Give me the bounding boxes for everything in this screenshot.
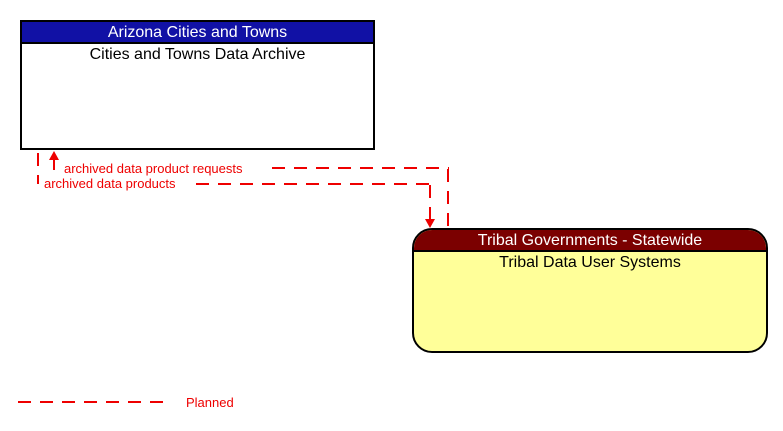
node-tribal-header: Tribal Governments - Statewide [414, 230, 766, 252]
flow-products-vertical-line-right [429, 185, 431, 219]
node-tribal-title: Tribal Data User Systems [499, 254, 681, 271]
flow-requests-horizontal-line [272, 167, 449, 169]
arrow-up-icon [49, 151, 59, 160]
node-archive-header: Arizona Cities and Towns [22, 22, 373, 44]
flow-label-archived-data-product-requests: archived data product requests [64, 161, 243, 176]
flow-products-vertical-line-left [37, 153, 39, 184]
flow-products-horizontal-line [196, 183, 431, 185]
flow-requests-vertical-line [447, 169, 449, 228]
legend-planned-label: Planned [186, 395, 234, 410]
flow-requests-arrow-stem [53, 160, 55, 170]
node-archive-title: Cities and Towns Data Archive [89, 46, 306, 63]
node-tribal-data-user-systems: Tribal Governments - Statewide Tribal Da… [412, 228, 768, 353]
flow-label-archived-data-products: archived data products [44, 176, 176, 191]
node-cities-and-towns-data-archive: Arizona Cities and Towns Cities and Town… [20, 20, 375, 150]
arrow-down-icon [425, 219, 435, 228]
legend-planned-line [18, 401, 168, 403]
